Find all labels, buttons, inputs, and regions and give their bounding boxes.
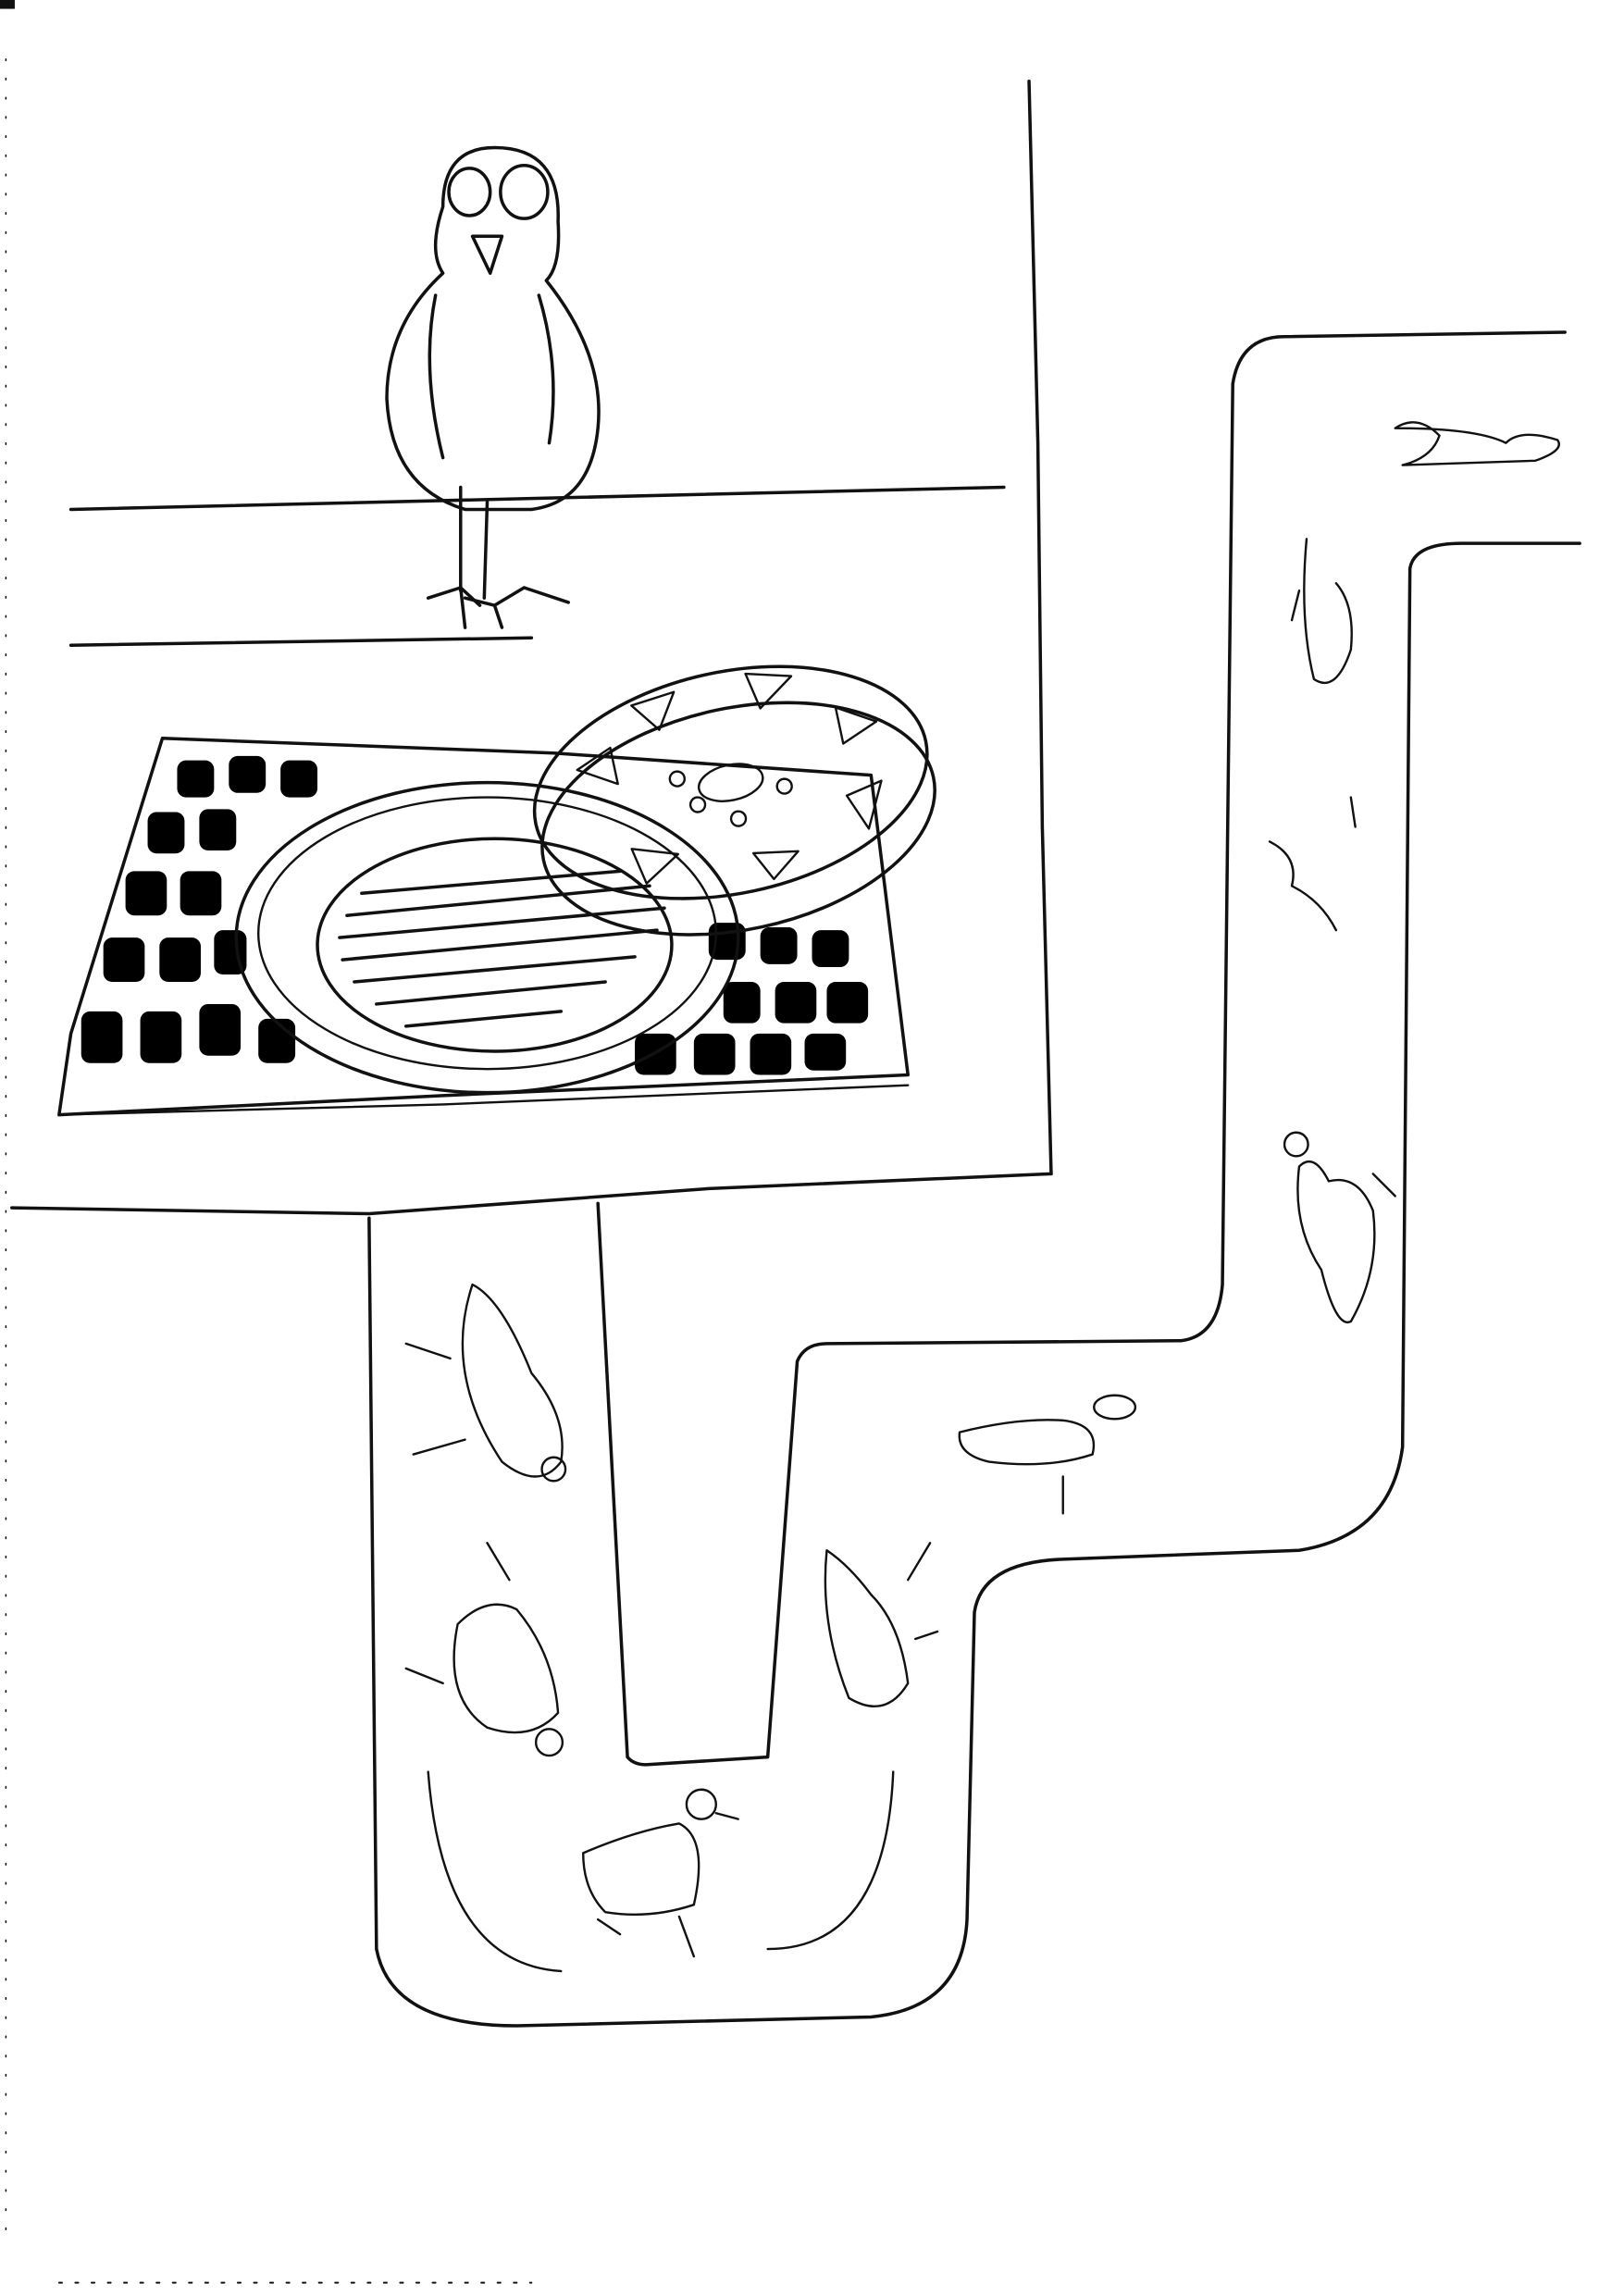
pipe-pigeon	[1283, 1131, 1396, 1324]
pipe-pigeon	[1290, 538, 1353, 685]
pipe-pigeon	[404, 1542, 564, 1757]
sewer-pipe	[367, 330, 1581, 2028]
pipe-pigeon	[824, 1542, 939, 1707]
manhole-shading	[338, 869, 666, 1028]
pipe-pigeon	[1394, 421, 1560, 466]
corner-mark	[0, 0, 15, 9]
pipe-pigeon	[582, 1788, 739, 1958]
pigeons-in-pipe	[404, 421, 1560, 1958]
pigeon	[385, 145, 601, 629]
pipe-pigeon	[404, 1283, 567, 1483]
street-panel-frame	[10, 79, 1053, 1216]
pipe-pigeon	[958, 1394, 1137, 1515]
cobblestone-grate	[57, 736, 910, 1117]
pipe-pigeon	[1268, 796, 1357, 932]
manhole-cover	[532, 664, 936, 937]
sidewalk-edges	[68, 485, 1006, 647]
